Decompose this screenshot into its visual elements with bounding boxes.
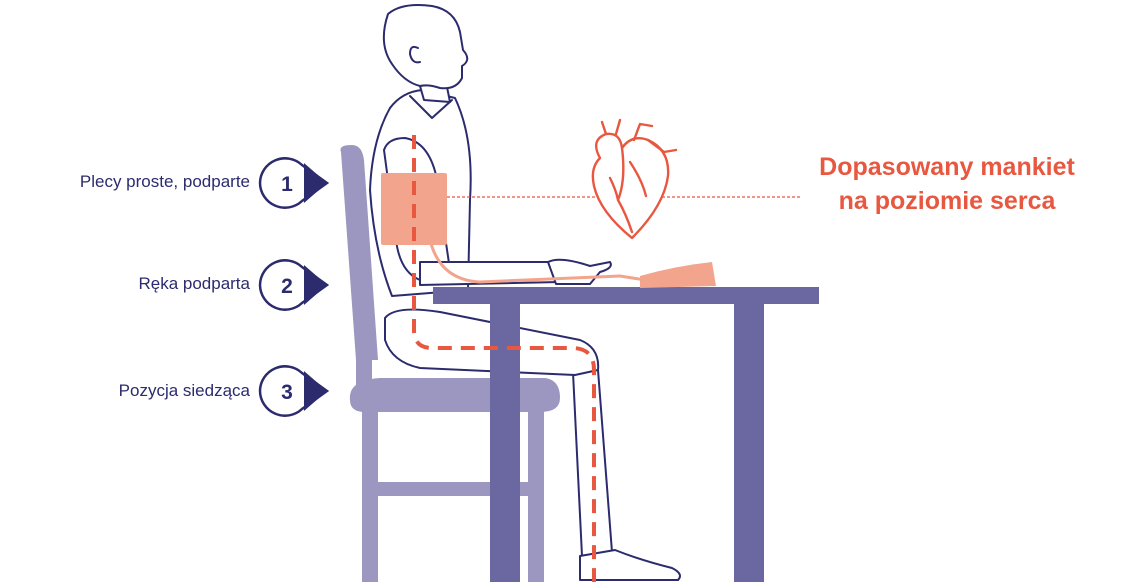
step-2-badge: 2	[260, 260, 327, 309]
person-head	[384, 5, 467, 88]
cuff-note-line-2: na poziomie serca	[770, 184, 1124, 218]
step-3-badge: 3	[260, 366, 327, 415]
bp-monitor	[640, 262, 716, 288]
chair-seat	[350, 378, 560, 412]
table-leg-left	[490, 303, 520, 582]
table	[433, 287, 819, 582]
cuff-note: Dopasowany mankiet na poziomie serca	[770, 150, 1124, 218]
step-1-badge: 1	[260, 158, 327, 207]
heart-icon	[593, 120, 676, 238]
chair-back-post	[356, 300, 372, 390]
person-hand	[548, 260, 611, 284]
chair-leg-front	[528, 410, 544, 582]
chair-leg-back	[362, 410, 378, 582]
cuff-note-line-1: Dopasowany mankiet	[770, 150, 1124, 184]
step-2-number: 2	[281, 275, 293, 298]
table-leg-right	[734, 303, 764, 582]
table-top	[433, 287, 819, 304]
step-3-number: 3	[281, 381, 293, 404]
step-1-number: 1	[281, 173, 293, 196]
